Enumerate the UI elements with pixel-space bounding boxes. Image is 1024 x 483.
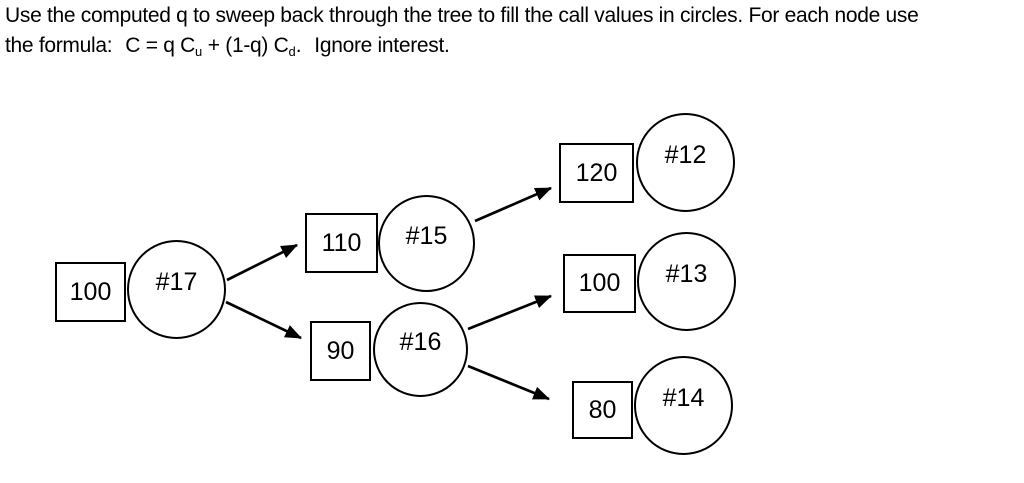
instruction-line-1: Use the computed q to sweep back through… bbox=[5, 4, 919, 27]
formula-period: . bbox=[295, 34, 302, 57]
instruction-line-2: the formula: C = q Cu + (1-q) Cd. Ignore i… bbox=[5, 31, 918, 67]
call-circle-root: #17 bbox=[127, 240, 226, 339]
call-label-down-down: #14 bbox=[662, 384, 705, 412]
call-label-root: #17 bbox=[155, 268, 198, 296]
arrow-up-to-upup bbox=[474, 186, 552, 223]
arrow-root-to-up bbox=[226, 243, 298, 282]
call-circle-down-down: #14 bbox=[634, 356, 733, 455]
arrow-down-to-middle bbox=[467, 294, 553, 331]
arrow-down-to-downdown bbox=[467, 364, 551, 401]
price-box-up: 110 bbox=[305, 213, 378, 273]
call-circle-down: #16 bbox=[373, 302, 468, 397]
formula-part-2: + (1-q) C bbox=[202, 34, 289, 57]
price-box-up-up: 120 bbox=[559, 143, 634, 203]
call-circle-up-up: #12 bbox=[636, 113, 735, 212]
price-box-down: 90 bbox=[310, 321, 371, 381]
call-circle-up: #15 bbox=[378, 195, 475, 292]
formula-part-1: C = q C bbox=[125, 34, 195, 57]
price-box-down-down: 80 bbox=[572, 381, 633, 439]
formula-subscript-d: d bbox=[288, 44, 296, 59]
call-label-down: #16 bbox=[399, 328, 442, 356]
formula-subscript-u: u bbox=[194, 44, 203, 59]
formula-intro: the formula: bbox=[5, 34, 113, 57]
price-box-middle: 100 bbox=[563, 254, 636, 313]
arrow-root-to-down bbox=[225, 300, 302, 340]
instruction-text: Use the computed q to sweep back through… bbox=[5, 1, 919, 67]
price-box-root: 100 bbox=[55, 262, 126, 322]
call-label-middle: #13 bbox=[665, 260, 708, 288]
ignore-interest-note: Ignore interest. bbox=[314, 34, 450, 57]
call-label-up: #15 bbox=[405, 222, 448, 250]
call-label-up-up: #12 bbox=[664, 141, 707, 169]
call-circle-middle: #13 bbox=[637, 232, 736, 331]
